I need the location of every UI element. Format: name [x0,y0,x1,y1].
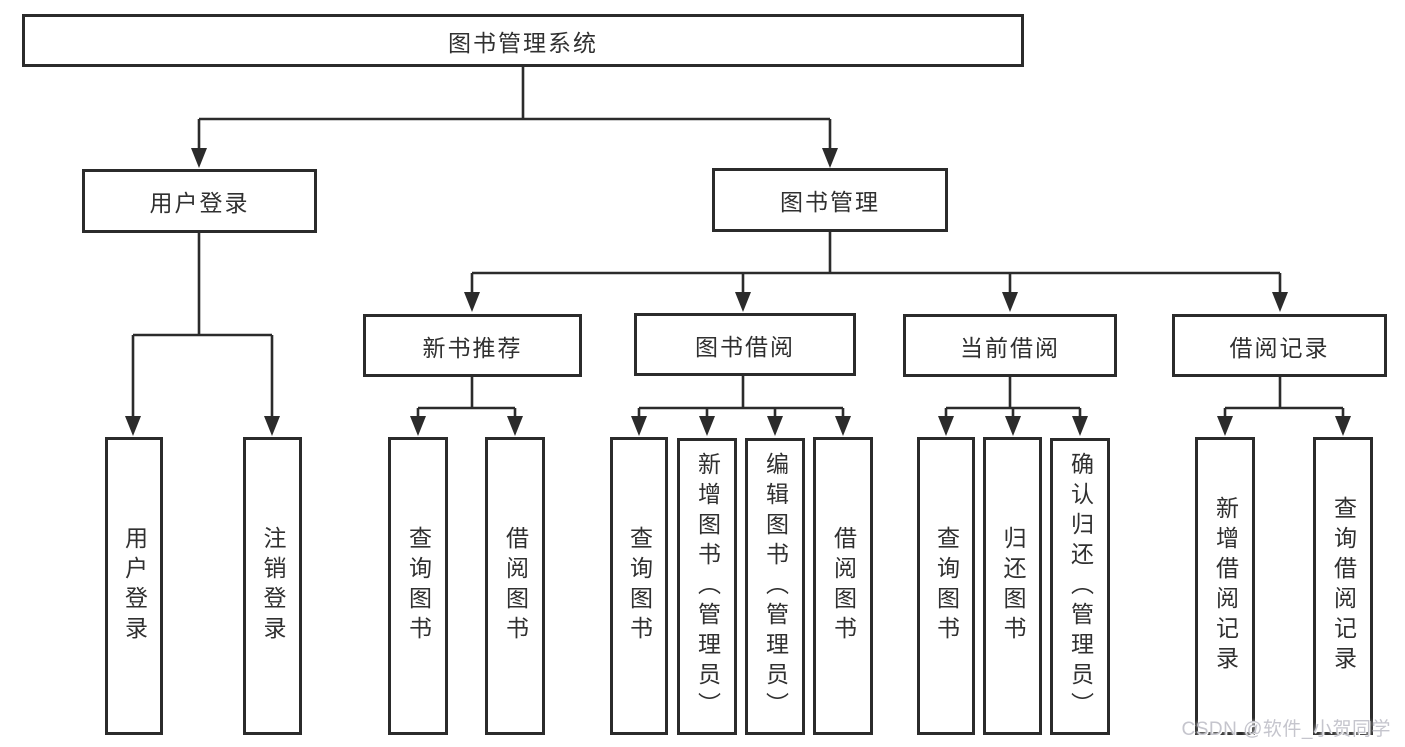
leaf-rec-query-book: 查询图书 [388,437,448,735]
node-user-login-label: 用户登录 [149,190,250,216]
leaf-rec-borrow-book-label: 借阅图书 [502,526,529,646]
leaf-bb-edit-book-admin: 编辑图书（管理员） [745,438,805,735]
node-root: 图书管理系统 [22,14,1024,67]
node-book-management: 图书管理 [712,168,948,232]
leaf-rec-borrow-book: 借阅图书 [485,437,545,735]
leaf-logout-login-label: 注销登录 [260,526,286,646]
leaf-br-add-record-label: 新增借阅记录 [1212,496,1239,676]
node-new-book-recommend: 新书推荐 [363,314,582,377]
node-book-borrow-label: 图书借阅 [695,333,795,360]
leaf-bb-borrow-book-label: 借阅图书 [830,526,857,646]
node-borrow-records: 借阅记录 [1172,314,1387,377]
leaf-bb-query-book-label: 查询图书 [626,526,653,646]
leaf-cb-query-book-label: 查询图书 [933,526,960,646]
leaf-cb-confirm-return-admin-label: 确认归还（管理员） [1067,451,1094,722]
leaf-bb-add-book-admin: 新增图书（管理员） [677,438,737,735]
leaf-br-add-record: 新增借阅记录 [1195,437,1255,735]
leaf-cb-return-book-label: 归还图书 [1000,526,1026,646]
leaf-bb-add-book-admin-label: 新增图书（管理员） [694,451,721,722]
node-new-book-recommend-label: 新书推荐 [422,334,523,361]
leaf-rec-query-book-label: 查询图书 [405,526,432,646]
node-book-management-label: 图书管理 [780,189,880,215]
leaf-user-login-label: 用户登录 [121,526,148,646]
node-book-borrow: 图书借阅 [634,313,856,376]
leaf-user-login: 用户登录 [105,437,163,735]
leaf-br-query-record-label: 查询借阅记录 [1330,496,1357,676]
node-current-borrow: 当前借阅 [903,314,1117,377]
leaf-bb-query-book: 查询图书 [610,437,668,735]
arrowheads [125,148,1351,436]
leaf-bb-borrow-book: 借阅图书 [813,437,873,735]
node-borrow-records-label: 借阅记录 [1229,334,1330,361]
node-user-login: 用户登录 [82,169,317,233]
leaf-bb-edit-book-admin-label: 编辑图书（管理员） [762,451,789,722]
leaf-cb-return-book: 归还图书 [983,437,1042,735]
node-root-label: 图书管理系统 [448,29,598,56]
leaf-br-query-record: 查询借阅记录 [1313,437,1373,735]
leaf-cb-confirm-return-admin: 确认归还（管理员） [1050,438,1110,735]
node-current-borrow-label: 当前借阅 [960,334,1060,361]
leaf-logout-login: 注销登录 [243,437,302,735]
leaf-cb-query-book: 查询图书 [917,437,975,735]
csdn-watermark: CSDN @软件_小贺同学 [1181,719,1391,740]
